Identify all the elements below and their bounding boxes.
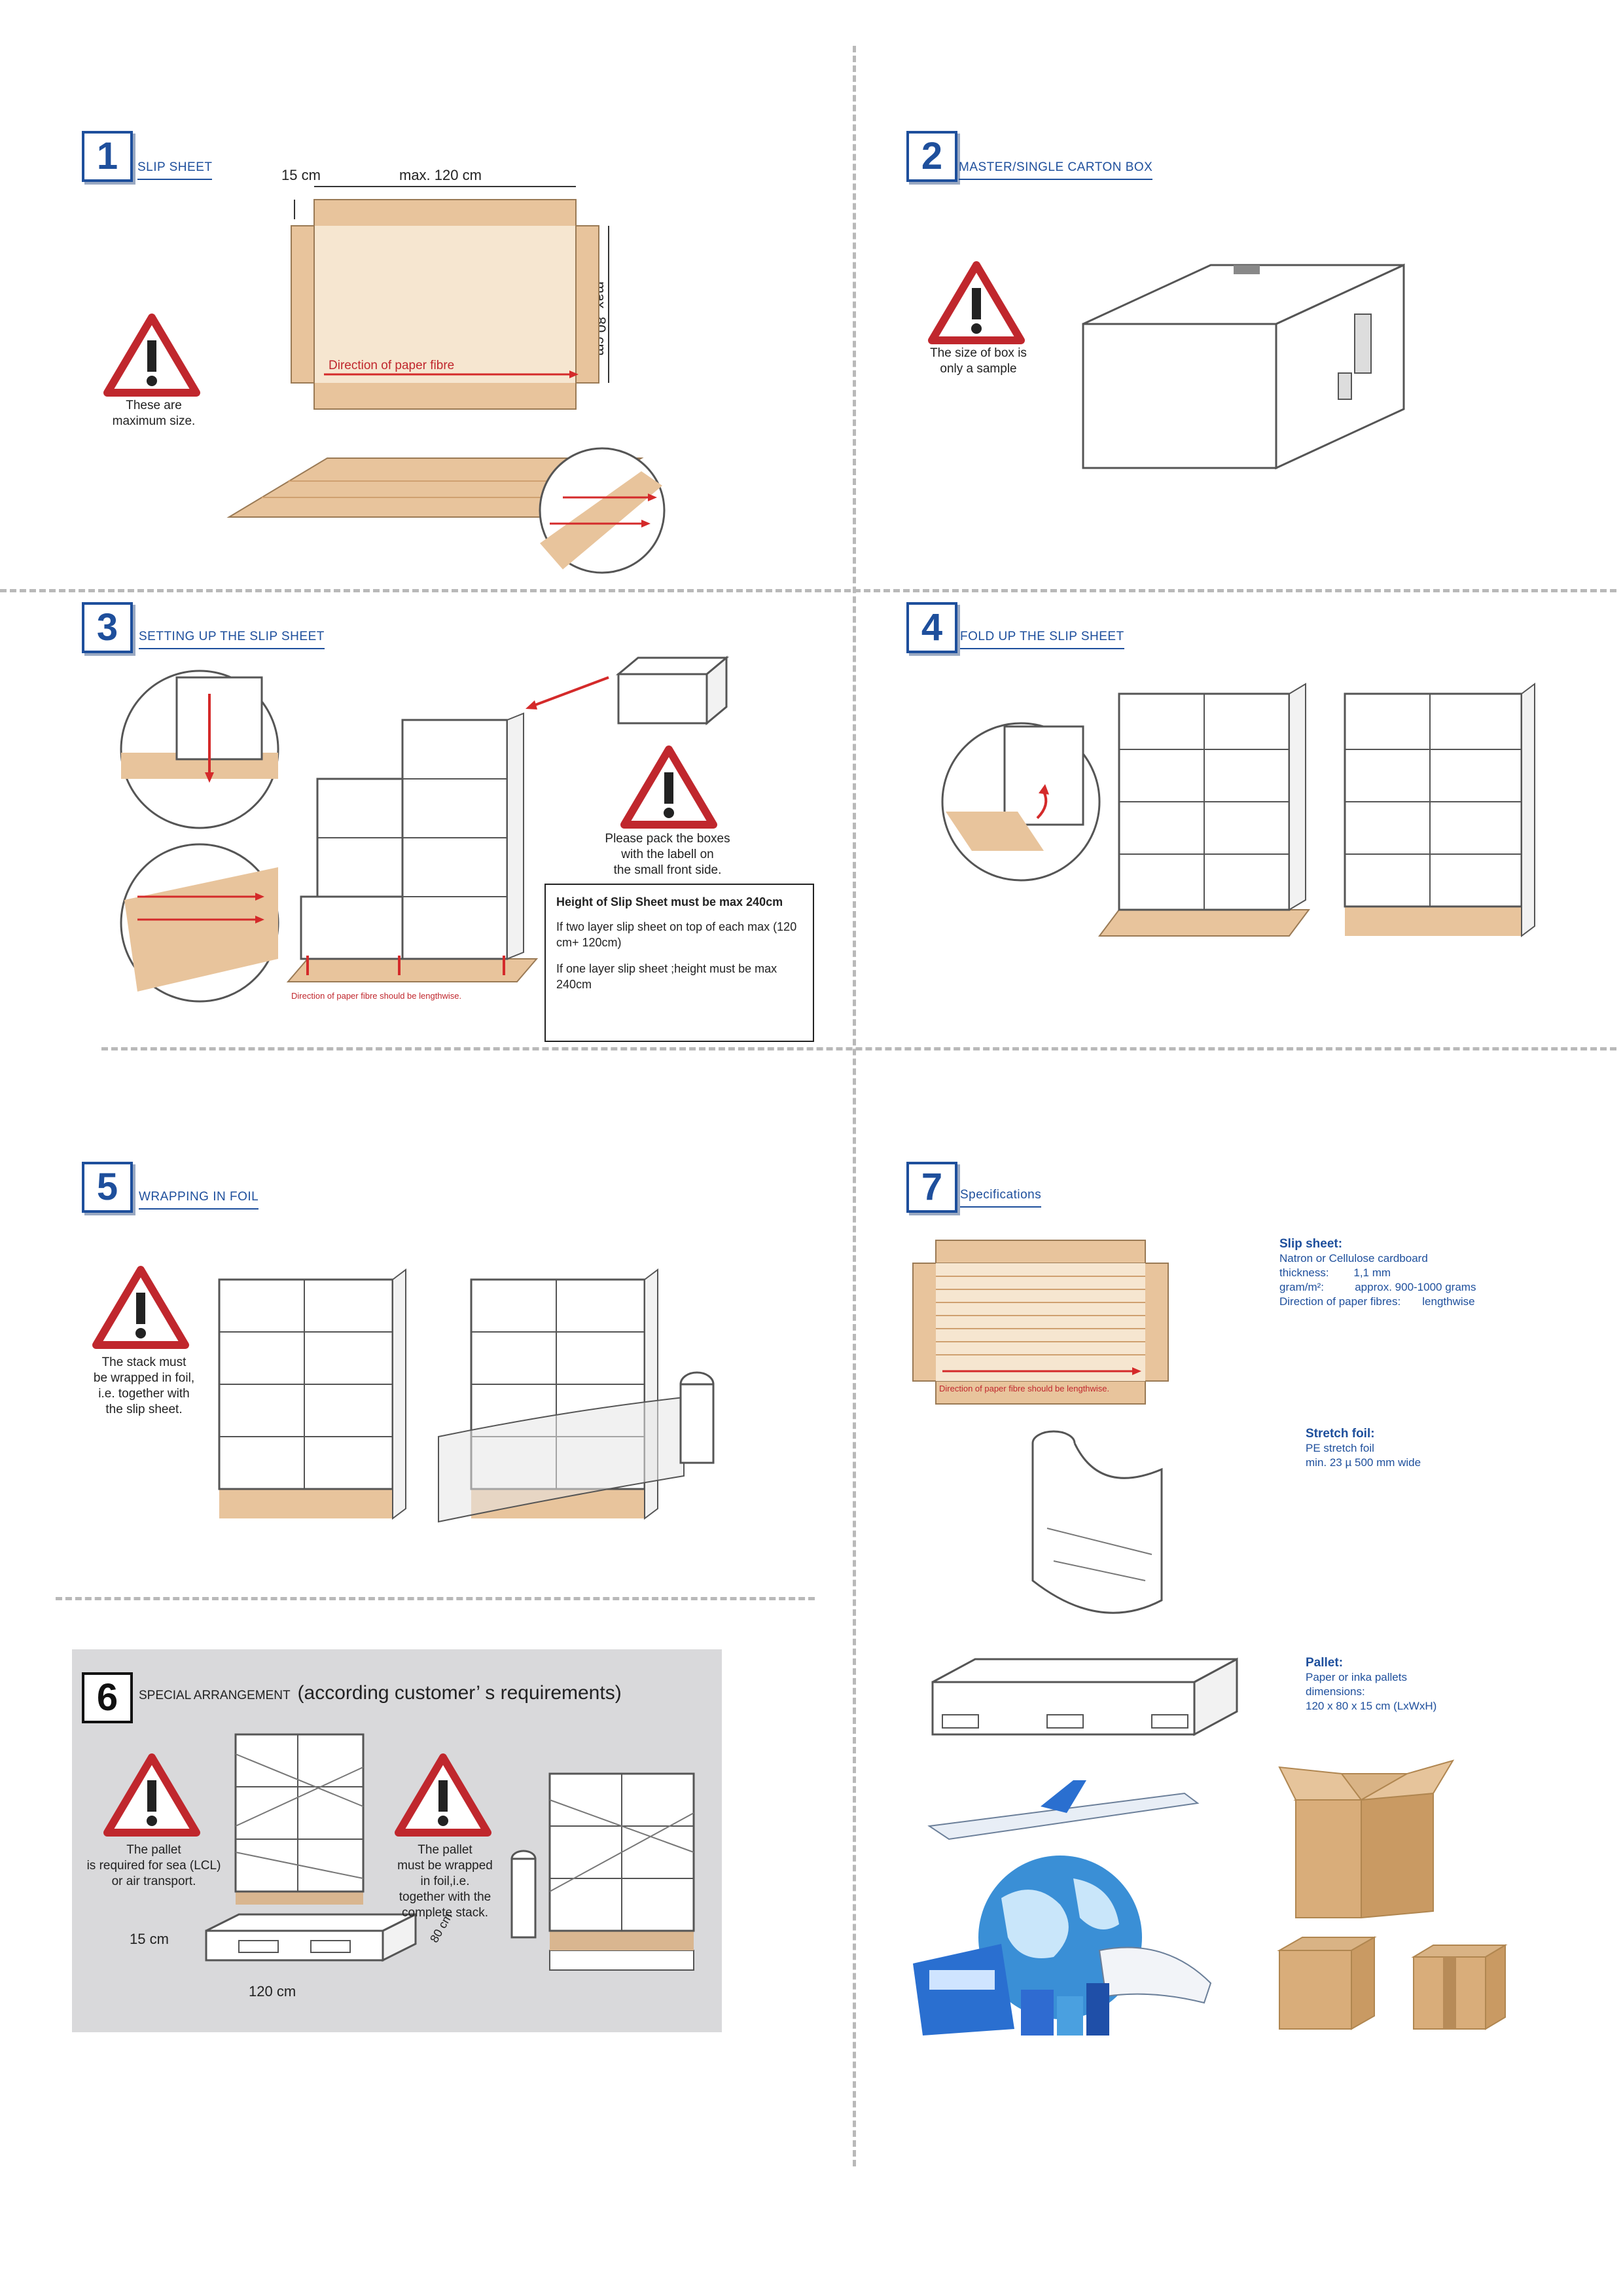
section-6-title: SPECIAL ARRANGEMENT (according customer’… [139, 1682, 622, 1704]
slip-sheet-spec-drawing [912, 1240, 1169, 1405]
section-2-number: 2 [906, 131, 957, 182]
note-paragraph-2: If one layer slip sheet ;height must be … [556, 962, 777, 991]
section-4-number: 4 [906, 602, 957, 653]
foil-spec-line-2: min. 23 µ 500 mm wide [1306, 1456, 1421, 1469]
slip-sheet-specs: Slip sheet: Natron or Cellulose cardboar… [1279, 1237, 1476, 1309]
divider-horizontal-1 [0, 589, 1616, 592]
warning-icon [103, 1753, 200, 1837]
slip-spec-line-1: Natron or Cellulose cardboard [1279, 1252, 1428, 1265]
slip-sheet-dim-flap: 15 cm [281, 167, 321, 183]
slip-spec-line-4: Direction of paper fibres: lengthwise [1279, 1295, 1475, 1308]
pallet-dim-height: 15 cm [130, 1931, 169, 1947]
slip-sheet-dim-length: max. 120 cm [399, 167, 482, 183]
section-5-title: WRAPPING IN FOIL [139, 1190, 259, 1210]
note-paragraph-1: If two layer slip sheet on top of each m… [556, 920, 797, 949]
cardboard-boxes-illustration [1277, 1759, 1508, 2030]
section-3-title: SETTING UP THE SLIP SHEET [139, 630, 325, 649]
wrapped-stack-with-pallet [234, 1733, 365, 1905]
pallet-spec-drawing [931, 1657, 1238, 1736]
section-3-fibre-note: Direction of paper fibre should be lengt… [291, 991, 462, 1001]
box-stack-setup [286, 712, 539, 982]
slip-sheet-perspective [226, 447, 666, 574]
stack-folding [1098, 683, 1310, 937]
section-1-title: SLIP SHEET [137, 160, 213, 180]
slip-spec-line-3: gram/m²: approx. 900-1000 grams [1279, 1281, 1476, 1293]
stretch-foil-roll [1031, 1430, 1163, 1614]
divider-vertical [853, 46, 856, 2166]
section-1-number: 1 [82, 131, 133, 182]
pallet-spec-line-2: dimensions: [1306, 1685, 1365, 1698]
section-2-title: MASTER/SINGLE CARTON BOX [959, 160, 1153, 180]
section-3-number: 3 [82, 602, 133, 653]
slip-spec-heading: Slip sheet: [1279, 1237, 1343, 1251]
detail-circle-fold [941, 722, 1101, 882]
stretch-foil-specs: Stretch foil: PE stretch foil min. 23 µ … [1306, 1427, 1421, 1470]
section-5-number: 5 [82, 1162, 133, 1213]
foil-spec-line-1: PE stretch foil [1306, 1442, 1374, 1454]
section-6-warning-right-text: The pallet must be wrapped in foil,i.e. … [397, 1843, 493, 1920]
slip-sheet-fibre-label: Direction of paper fibre [329, 359, 455, 372]
warning-icon [103, 314, 200, 397]
divider-horizontal-2 [101, 1047, 1616, 1050]
warning-icon [620, 745, 717, 829]
section-7-title: Specifications [960, 1188, 1042, 1208]
pallet-specs: Pallet: Paper or inka pallets dimensions… [1306, 1656, 1436, 1713]
detail-circle-corner [120, 670, 279, 829]
carton-box-illustration [1082, 263, 1405, 470]
stack-folded [1344, 683, 1535, 937]
section-1-warning-text: These are maximum size. [112, 399, 196, 428]
warning-icon [92, 1266, 189, 1349]
section-4-title: FOLD UP THE SLIP SHEET [960, 630, 1124, 649]
transport-globe-illustration [913, 1780, 1212, 2036]
insert-arrow [526, 676, 609, 709]
warning-icon [928, 261, 1025, 344]
section-6-warning-left-text: The pallet is required for sea (LCL) or … [86, 1843, 221, 1888]
pallet-dim-length: 120 cm [249, 1983, 296, 2000]
single-box-illustration [615, 655, 730, 726]
section-6-title-extra: (according customer’ s requirements) [297, 1682, 622, 1704]
note-heading: Height of Slip Sheet must be max 240cm [556, 895, 783, 908]
stack-wrapping-foil [438, 1268, 715, 1523]
section-6-title-main: SPECIAL ARRANGEMENT [139, 1689, 291, 1702]
foil-spec-heading: Stretch foil: [1306, 1427, 1375, 1441]
section-7-number: 7 [906, 1162, 957, 1213]
slip-spec-line-2: thickness: 1,1 mm [1279, 1266, 1391, 1279]
detail-circle-fibre [120, 843, 279, 1003]
divider-horizontal-3 [56, 1597, 815, 1600]
pallet-spec-heading: Pallet: [1306, 1656, 1344, 1670]
section-6-number: 6 [82, 1672, 133, 1723]
stack-ready-for-wrap [218, 1268, 406, 1520]
pallet-drawing [205, 1912, 417, 1962]
slip-sheet-diagram [291, 186, 609, 410]
pallet-spec-line-3: 120 x 80 x 15 cm (LxWxH) [1306, 1700, 1437, 1712]
pallet-spec-line-1: Paper or inka pallets [1306, 1671, 1407, 1683]
section-2-warning-text: The size of box is only a sample [930, 346, 1027, 376]
warning-icon [395, 1753, 491, 1837]
section-7-fibre-note: Direction of paper fibre should be lengt… [939, 1384, 1110, 1393]
slip-sheet-height-note: Height of Slip Sheet must be max 240cm I… [544, 884, 814, 1042]
section-5-warning-text: The stack must be wrapped in foil, i.e. … [93, 1355, 195, 1416]
section-3-warning-text: Please pack the boxes with the labell on… [605, 832, 730, 877]
stack-on-pallet-wrapped [510, 1772, 695, 1971]
